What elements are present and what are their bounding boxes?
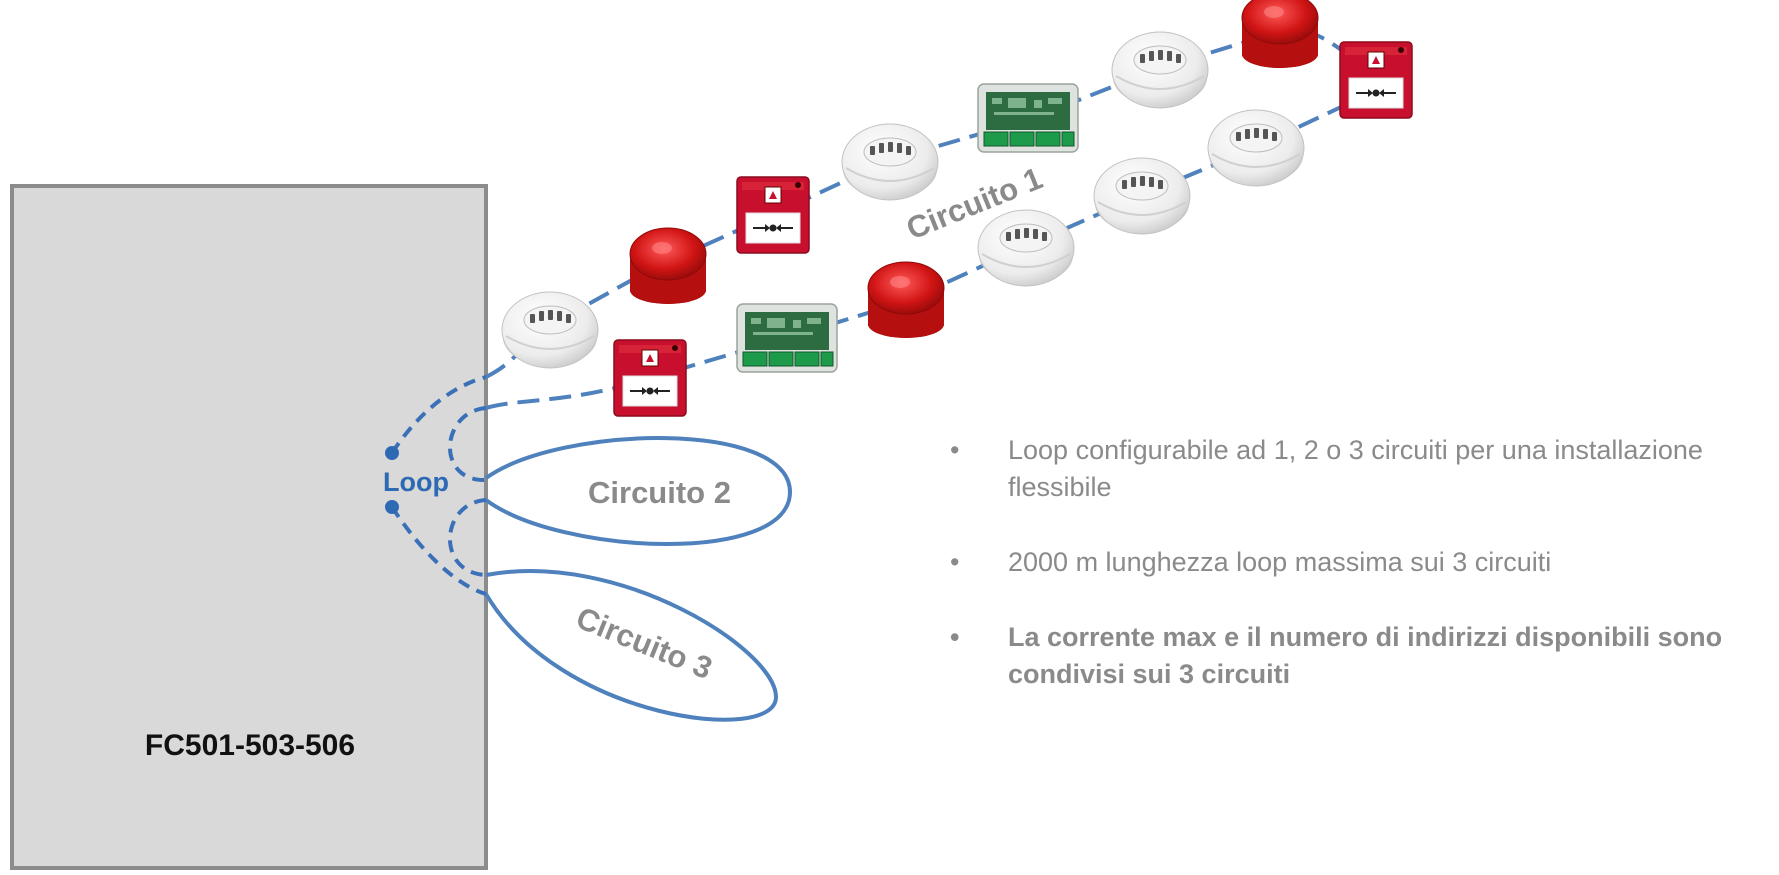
feature-list: Loop configurabile ad 1, 2 o 3 circuiti … — [930, 432, 1770, 693]
smoke-detector-icon — [501, 291, 599, 369]
loop-terminal-top — [385, 446, 399, 460]
loop-label: Loop — [383, 467, 449, 497]
circuit-3-label: Circuito 3 — [571, 600, 717, 686]
smoke-detector-icon — [977, 209, 1075, 287]
loop-terminal-bottom — [385, 500, 399, 514]
circuit-2-label: Circuito 2 — [588, 475, 731, 510]
manual-call-point-icon — [1339, 41, 1413, 119]
manual-call-point-icon — [613, 339, 687, 417]
sounder-icon — [1241, 0, 1319, 69]
feature-item: 2000 m lunghezza loop massima sui 3 circ… — [930, 544, 1770, 581]
panel-label: FC501-503-506 — [145, 729, 355, 762]
feature-item: Loop configurabile ad 1, 2 o 3 circuiti … — [930, 432, 1770, 506]
circuit-1-return-wire — [485, 90, 1373, 410]
circuit-1-wire — [485, 27, 1374, 379]
smoke-detector-icon — [1093, 157, 1191, 235]
smoke-detector-icon — [841, 123, 939, 201]
sounder-icon — [867, 261, 945, 339]
control-panel — [10, 184, 488, 870]
sounder-icon — [629, 227, 707, 305]
smoke-detector-icon — [1207, 109, 1305, 187]
circuit-2-wire — [484, 436, 793, 546]
io-module-icon — [736, 303, 838, 373]
manual-call-point-icon — [736, 176, 810, 254]
io-module-icon — [977, 83, 1079, 153]
loop-wiring — [390, 375, 487, 596]
feature-item: La corrente max e il numero di indirizzi… — [930, 619, 1770, 693]
smoke-detector-icon — [1111, 31, 1209, 109]
circuit-3-wire — [484, 569, 779, 722]
